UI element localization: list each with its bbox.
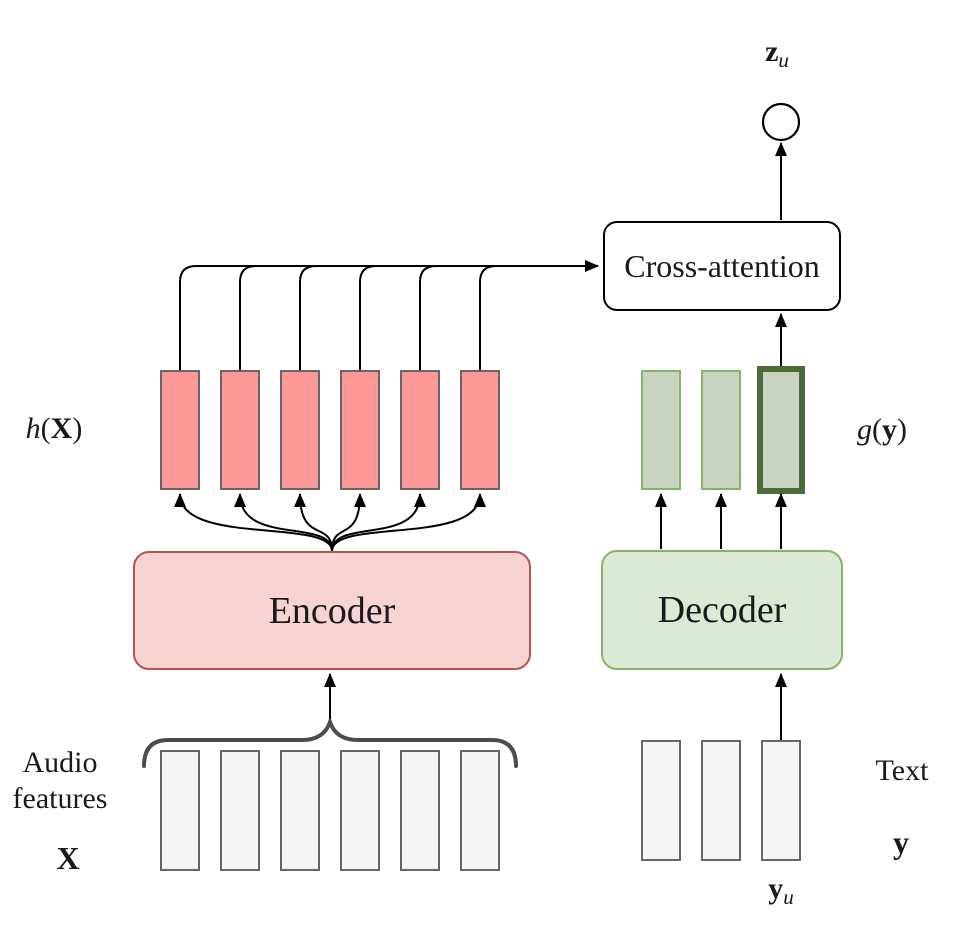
encoder-box: Encoder xyxy=(133,551,531,670)
encoder-output-bar xyxy=(340,370,380,490)
audio-feature-bar xyxy=(280,750,320,871)
encoder-output-bar xyxy=(400,370,440,490)
audio-symbol-label: X xyxy=(56,840,80,876)
audio-feature-bar xyxy=(460,750,500,871)
text-symbol-label: y xyxy=(893,824,909,860)
encoder-output-bar xyxy=(460,370,500,490)
decoder-output-symbol: g(y) xyxy=(857,413,907,446)
text-token-bar xyxy=(641,740,681,861)
audio-feature-bar xyxy=(220,750,260,871)
decoder-label: Decoder xyxy=(657,589,787,631)
decoder-output-bar-active xyxy=(757,366,805,494)
encoder-label: Encoder xyxy=(268,589,396,632)
audio-feature-bar xyxy=(340,750,380,871)
decoder-fan-arrows xyxy=(655,493,787,549)
decoder-output-bar xyxy=(641,370,681,490)
decoder-output-bar xyxy=(701,370,741,490)
text-token-bar xyxy=(761,740,801,861)
encoder-output-bar xyxy=(280,370,320,490)
decoder-box: Decoder xyxy=(601,550,843,670)
attention-input-connectors xyxy=(179,260,599,370)
output-node-circle xyxy=(761,102,801,142)
attention-output-symbol: zu xyxy=(765,35,789,72)
encoder-output-bar xyxy=(220,370,260,490)
text-token-bar xyxy=(701,740,741,861)
text-label: Text xyxy=(875,754,929,787)
text-token-symbol: yu xyxy=(768,872,794,909)
encoder-output-bar xyxy=(160,370,200,490)
cross-attention-box: Cross-attention xyxy=(603,221,841,311)
audio-features-label: Audio features xyxy=(12,746,108,815)
audio-feature-bar xyxy=(160,750,200,871)
cross-attention-label: Cross-attention xyxy=(624,248,820,284)
encoder-fan-arrows xyxy=(174,493,486,552)
encoder-output-symbol: h(X) xyxy=(25,412,83,445)
audio-feature-bar xyxy=(400,750,440,871)
